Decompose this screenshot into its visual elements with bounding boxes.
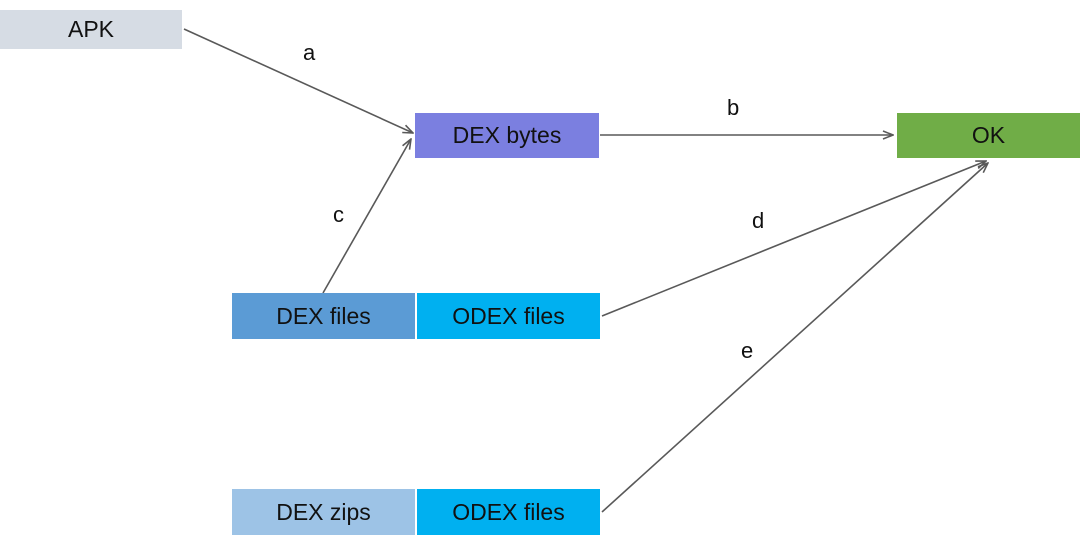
node-dex-bytes: DEX bytes [415, 113, 599, 158]
node-odex-files-lower: ODEX files [417, 489, 600, 535]
node-apk: APK [0, 10, 182, 49]
edge-label-c: c [333, 202, 344, 227]
node-dex-zips: DEX zips [232, 489, 415, 535]
edge-label-a: a [303, 40, 316, 65]
edge-d-arrow [601, 161, 986, 317]
node-odex-files-upper: ODEX files [417, 293, 600, 339]
node-dex-files: DEX files [232, 293, 415, 339]
node-ok: OK [897, 113, 1080, 158]
edge-a-arrow [183, 28, 413, 133]
edge-e-arrow [601, 163, 988, 513]
edge-label-e: e [741, 338, 754, 363]
edge-label-d: d [752, 208, 765, 233]
edge-label-b: b [727, 95, 740, 120]
edge-c-arrow [322, 139, 411, 294]
